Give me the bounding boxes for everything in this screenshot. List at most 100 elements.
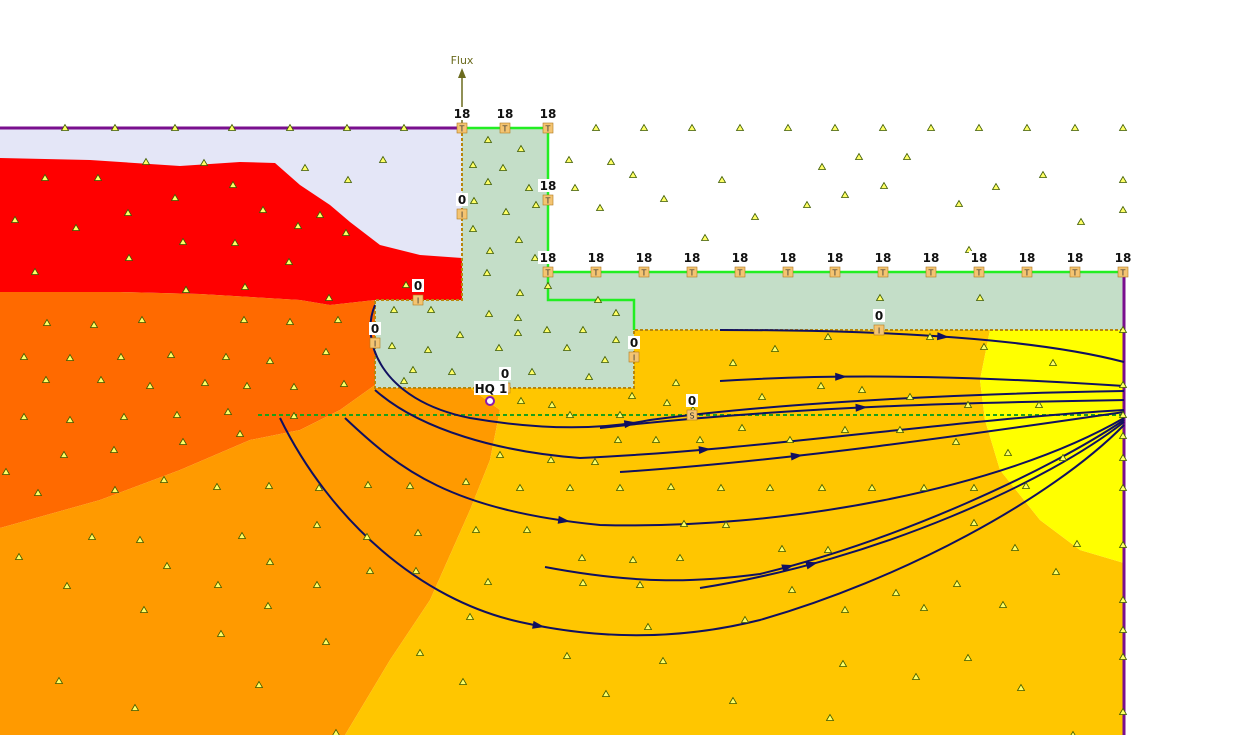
temperature-marker[interactable]: 18T	[730, 251, 750, 278]
marker-value: 18	[540, 179, 557, 193]
flow-arrow	[790, 452, 803, 461]
marker-value-bg	[682, 251, 702, 264]
hq-point[interactable]: HQ 1	[474, 381, 508, 406]
marker-type: T	[545, 269, 551, 278]
mesh-point	[1118, 123, 1128, 131]
marker-box	[686, 266, 698, 278]
marker-type: T	[502, 125, 508, 134]
flux-marker[interactable]: 0I	[628, 336, 640, 363]
marker-box	[542, 122, 554, 134]
mesh-point	[659, 194, 669, 202]
mesh-point	[289, 382, 299, 390]
marker-type: I	[374, 340, 376, 349]
temperature-marker[interactable]: 18T	[538, 107, 558, 134]
flux-edge-left-wall[interactable]	[374, 128, 1124, 389]
marker-type: T	[1024, 269, 1030, 278]
mesh-point	[578, 325, 588, 333]
mesh-point	[333, 315, 343, 323]
temperature-marker[interactable]: 18T	[538, 251, 558, 278]
flowline	[619, 411, 1125, 473]
mesh-point	[1038, 170, 1048, 178]
mesh-point	[199, 158, 209, 166]
marker-value: 18	[636, 251, 653, 265]
mesh-point	[531, 200, 541, 208]
mesh-point	[362, 532, 372, 540]
temperature-marker[interactable]: 18T	[1017, 251, 1037, 278]
mesh-point	[461, 477, 471, 485]
mesh-point	[728, 358, 738, 366]
mesh-point	[651, 435, 661, 443]
section-marker[interactable]: 0S	[686, 394, 698, 421]
mesh-point	[1010, 543, 1020, 551]
mesh-point	[1072, 539, 1082, 547]
mesh-point	[1118, 595, 1128, 603]
marker-value: 18	[732, 251, 749, 265]
heat-flowlines	[279, 304, 1125, 637]
marker-type: T	[1120, 269, 1126, 278]
temperature-marker[interactable]: 18T	[1065, 251, 1085, 278]
mesh-point	[1118, 483, 1128, 491]
mesh-point	[401, 280, 411, 288]
mesh-point	[468, 160, 478, 168]
temperature-marker[interactable]: 18T	[873, 251, 893, 278]
mesh-point	[378, 155, 388, 163]
mesh-point	[172, 410, 182, 418]
temperature-marker[interactable]: 18T	[682, 251, 702, 278]
temperature-marker[interactable]: 18T	[452, 107, 472, 134]
mesh-point	[62, 581, 72, 589]
flux-marker[interactable]: 0I	[412, 279, 424, 306]
mesh-point	[315, 210, 325, 218]
mesh-point	[954, 199, 964, 207]
mesh-point	[991, 182, 1001, 190]
flowline	[344, 417, 1125, 527]
temperature-marker[interactable]: 18T	[634, 251, 654, 278]
mesh-point	[679, 519, 689, 527]
temperature-marker[interactable]: 18T	[778, 251, 798, 278]
hq-marker[interactable]	[485, 396, 495, 406]
mesh-point	[240, 282, 250, 290]
mesh-point	[89, 320, 99, 328]
mesh-point	[785, 435, 795, 443]
mesh-point	[717, 175, 727, 183]
mesh-point	[527, 367, 537, 375]
zone-warm3	[345, 330, 1124, 735]
marker-value: 18	[1067, 251, 1084, 265]
mesh-point	[783, 123, 793, 131]
temperature-marker[interactable]: 18T	[969, 251, 989, 278]
marker-box	[628, 351, 640, 363]
temperature-marker[interactable]: 18T	[586, 251, 606, 278]
temperature-marker[interactable]: 18T	[538, 179, 558, 206]
mesh-point	[728, 696, 738, 704]
temperature-marker[interactable]: 18T	[825, 251, 845, 278]
mesh-point	[387, 341, 397, 349]
mesh-point	[875, 293, 885, 301]
marker-value-bg	[778, 251, 798, 264]
mesh-point	[905, 392, 915, 400]
marker-box	[829, 266, 841, 278]
mesh-point	[562, 343, 572, 351]
flux-marker[interactable]: 0I	[456, 193, 468, 220]
mesh-point	[1016, 683, 1026, 691]
marker-box	[499, 122, 511, 134]
marker-box	[369, 337, 381, 349]
temperature-marker[interactable]: 18T	[1113, 251, 1133, 278]
temperature-marker[interactable]: 18T	[495, 107, 515, 134]
mesh-point	[840, 425, 850, 433]
flowline	[369, 304, 1125, 429]
mesh-point	[547, 400, 557, 408]
building-region[interactable]	[375, 128, 1124, 388]
flow-arrow	[532, 620, 545, 629]
mesh-point	[516, 144, 526, 152]
mesh-point	[312, 580, 322, 588]
marker-value: 18	[780, 251, 797, 265]
mesh-point	[124, 253, 134, 261]
flux-marker[interactable]: 0I	[873, 309, 885, 336]
mesh-point	[687, 123, 697, 131]
mesh-point	[721, 520, 731, 528]
flux-marker[interactable]: 0I	[369, 322, 381, 349]
temperature-marker[interactable]: 18T	[921, 251, 941, 278]
mesh-point	[54, 676, 64, 684]
mesh-point	[1118, 540, 1128, 548]
mesh-point	[285, 317, 295, 325]
